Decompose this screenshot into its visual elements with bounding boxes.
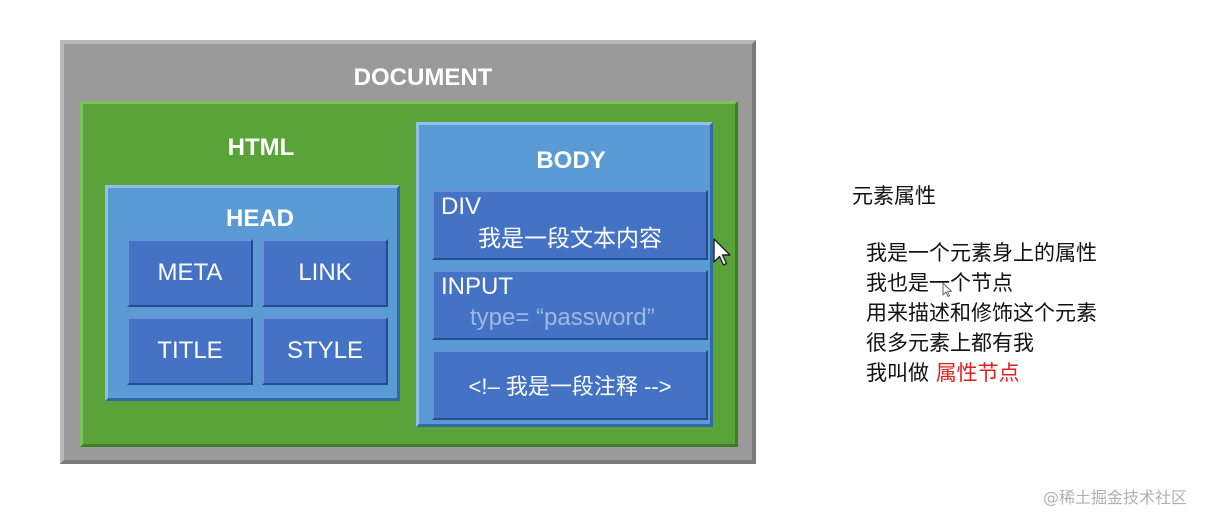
head-item-style: STYLE	[262, 317, 388, 385]
div-content: 我是一段文本内容	[478, 226, 662, 252]
mouse-cursor-icon	[713, 238, 731, 266]
notes-last-prefix: 我叫做	[866, 361, 936, 385]
input-attr: type= “password”	[470, 304, 655, 331]
head-item-label: STYLE	[286, 337, 364, 364]
head-label: HEAD	[225, 205, 294, 232]
head-item-label: META	[157, 259, 223, 286]
highlight-term: 属性节点	[935, 361, 1020, 385]
div-tag: DIV	[441, 193, 482, 220]
watermark: @稀土掘金技术社区	[1043, 488, 1188, 507]
notes-line: 用来描述和修饰这个元素	[866, 301, 1097, 325]
notes-last-line: 我叫做 属性节点	[866, 357, 1020, 387]
notes-line: 我是一个元素身上的属性	[866, 241, 1097, 265]
input-tile	[432, 270, 708, 340]
body-label: BODY	[536, 147, 606, 174]
notes-line: 很多元素上都有我	[866, 331, 1034, 355]
notes-line: 我也是一个节点	[866, 271, 1013, 295]
head-item-meta: META	[127, 239, 253, 307]
input-tag: INPUT	[441, 273, 513, 300]
head-item-link: LINK	[262, 239, 388, 307]
html-label: HTML	[227, 134, 295, 161]
mouse-cursor-icon	[942, 282, 952, 297]
head-item-label: LINK	[298, 259, 352, 286]
document-label: DOCUMENT	[353, 64, 493, 91]
comment-text: <!– 我是一段注释 -->	[468, 374, 672, 399]
comment-tile: <!– 我是一段注释 -->	[432, 350, 708, 420]
notes-title: 元素属性	[852, 184, 936, 208]
head-item-title: TITLE	[127, 317, 253, 385]
head-item-label: TITLE	[157, 337, 223, 364]
div-tile	[432, 190, 708, 260]
